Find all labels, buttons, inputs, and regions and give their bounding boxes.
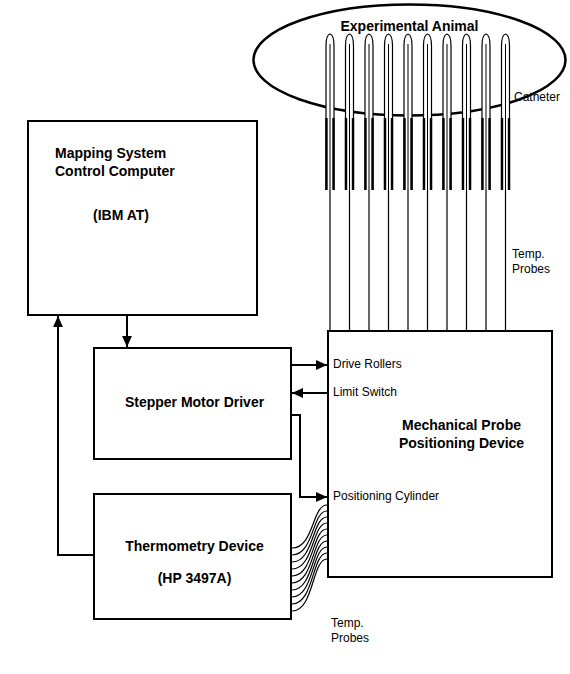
thermometry-box: Thermometry Device (HP 3497A) [93,493,292,620]
catheter [326,34,334,190]
catheter [385,34,393,190]
signal-arrow [292,415,327,497]
port-label: Limit Switch [333,385,453,400]
catheter [443,34,451,190]
port-label: Positioning Cylinder [333,489,483,504]
catheter [365,34,373,190]
computer-box: Mapping System Control Computer (IBM AT) [27,120,258,316]
node-title: Mechanical Probe Positioning Device [379,416,544,452]
signal-arrow [292,392,327,394]
catheter [404,34,412,190]
signal-arrow [58,316,93,555]
node-title: Stepper Motor Driver [95,393,294,411]
node-title: Thermometry Device [95,537,294,555]
node-subtitle: (HP 3497A) [95,569,294,587]
node-title: Mapping System Control Computer [55,144,195,180]
catheter [346,34,354,190]
wire-label: Temp. Probes [331,616,381,646]
driver-box: Stepper Motor Driver [93,347,292,460]
signal-arrow [126,316,128,347]
signal-arrow [292,364,327,366]
wire-label: Temp. Probes [512,247,562,277]
catheter [502,34,510,190]
probe-wires [330,105,506,330]
node-subtitle: (IBM AT) [93,206,213,224]
node-title: Experimental Animal [252,17,567,35]
catheter [463,34,471,190]
catheter [424,34,432,190]
probe-wires [292,505,327,611]
port-label: Drive Rollers [333,357,453,372]
catheter [482,34,490,190]
callout-label: Catheter [514,90,570,105]
